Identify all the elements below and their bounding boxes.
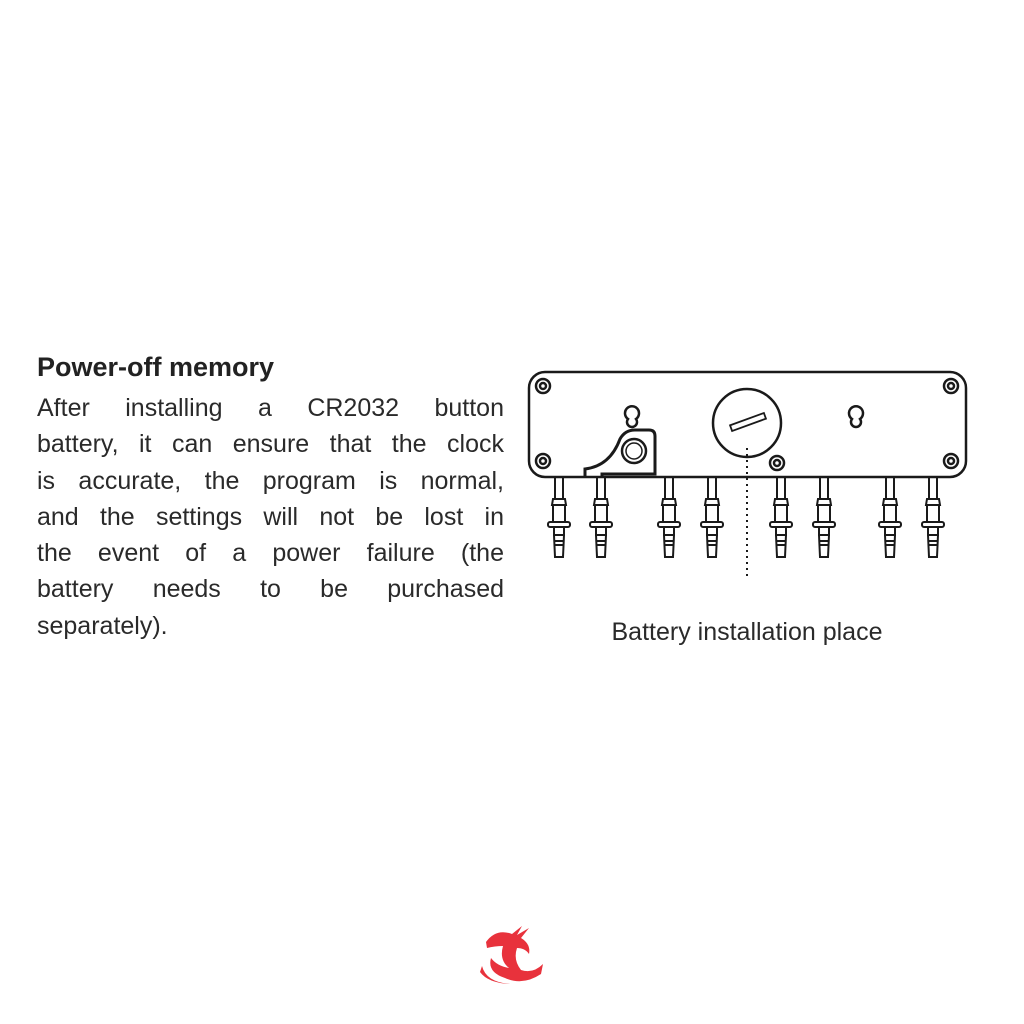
hose-fitting [657,477,681,558]
body-line: battery needs to be purchased [37,575,504,604]
hose-fitting [700,477,724,558]
body-line: separately). [37,611,168,640]
device-body [527,370,968,479]
section-body: After installing a CR2032 button battery… [37,390,504,644]
body-line: and the settings will not be lost in [37,502,504,531]
hose-fitting [878,477,902,558]
body-line: the event of a power failure (the [37,539,504,568]
hose-fitting [547,477,571,558]
screw-icon [534,377,960,470]
hose-fitting [769,477,793,558]
dragon-logo-icon [480,926,543,984]
hose-fitting [812,477,836,558]
hose-fitting [921,477,945,558]
section-title: Power-off memory [37,352,275,382]
body-line: is accurate, the program is normal, [37,466,504,495]
hose-fitting [589,477,613,558]
diagram-caption: Battery installation place [611,618,883,646]
body-line: After installing a CR2032 button [37,394,504,422]
device-diagram [527,370,968,580]
keyhole-icon [623,405,865,429]
battery-cover [711,387,783,459]
power-socket [583,428,657,477]
body-line: battery, it can ensure that the clock [37,430,504,459]
